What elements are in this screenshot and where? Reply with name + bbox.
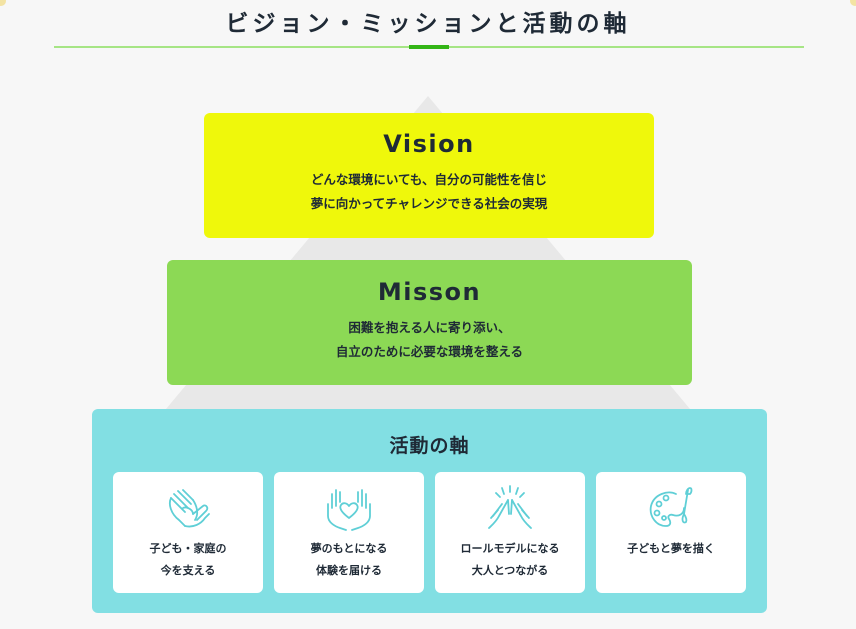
high-five-icon bbox=[485, 484, 535, 534]
vision-text: どんな環境にいても、自分の可能性を信じ 夢に向かってチャレンジできる社会の実現 bbox=[310, 172, 548, 211]
corner-decoration bbox=[850, 0, 856, 6]
activity-cards: 子ども・家庭の 今を支える 夢のもとになる 体験を届ける bbox=[113, 472, 746, 593]
corner-decoration bbox=[0, 0, 6, 6]
title-underline-accent bbox=[409, 45, 449, 49]
mission-heading: Misson bbox=[377, 278, 482, 306]
vision-box: Vision どんな環境にいても、自分の可能性を信じ 夢に向かってチャレンジでき… bbox=[204, 113, 654, 238]
activity-axis-heading: 活動の軸 bbox=[389, 435, 470, 457]
mission-box: Misson 困難を抱える人に寄り添い、 自立のために必要な環境を整える bbox=[167, 260, 692, 385]
hands-heart-icon bbox=[324, 484, 374, 534]
activity-card: 子ども・家庭の 今を支える bbox=[113, 472, 263, 593]
activity-card-text: 子ども・家庭の 今を支える bbox=[149, 542, 227, 577]
clasped-hands-icon bbox=[163, 484, 213, 534]
paint-palette-icon bbox=[646, 484, 696, 534]
activity-card-text: ロールモデルになる 大人とつながる bbox=[460, 542, 560, 577]
activity-card: 夢のもとになる 体験を届ける bbox=[274, 472, 424, 593]
vision-heading: Vision bbox=[383, 130, 475, 158]
activity-card-text: 子どもと夢を描く bbox=[627, 542, 715, 555]
activity-card: 子どもと夢を描く bbox=[596, 472, 746, 593]
activity-card-text: 夢のもとになる 体験を届ける bbox=[310, 542, 388, 577]
mission-text: 困難を抱える人に寄り添い、 自立のために必要な環境を整える bbox=[335, 320, 524, 359]
activity-card: ロールモデルになる 大人とつながる bbox=[435, 472, 585, 593]
activity-axis-box: 活動の軸 子ども・家庭の 今を支える bbox=[92, 409, 767, 613]
section-title: ビジョン・ミッションと活動の軸 bbox=[225, 11, 631, 37]
